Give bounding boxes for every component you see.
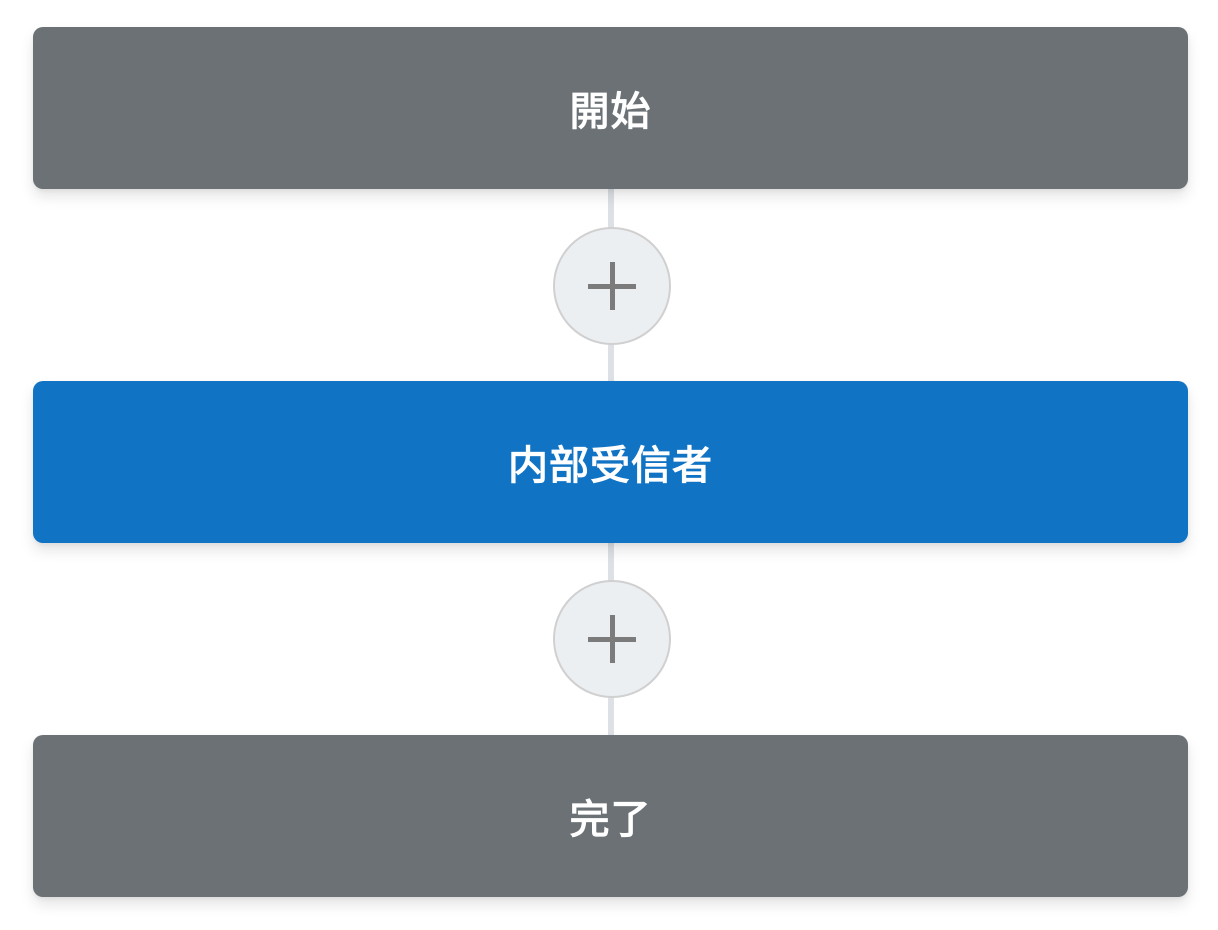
step-internal-recipient[interactable]: 内部受信者 <box>33 381 1188 543</box>
step-label: 内部受信者 <box>508 443 713 489</box>
add-step-button[interactable] <box>553 227 671 345</box>
step-label: 完了 <box>569 797 652 843</box>
plus-icon <box>588 262 636 310</box>
add-step-button[interactable] <box>553 580 671 698</box>
step-complete[interactable]: 完了 <box>33 735 1188 897</box>
plus-icon <box>588 615 636 663</box>
step-start[interactable]: 開始 <box>33 27 1188 189</box>
step-label: 開始 <box>569 89 652 135</box>
